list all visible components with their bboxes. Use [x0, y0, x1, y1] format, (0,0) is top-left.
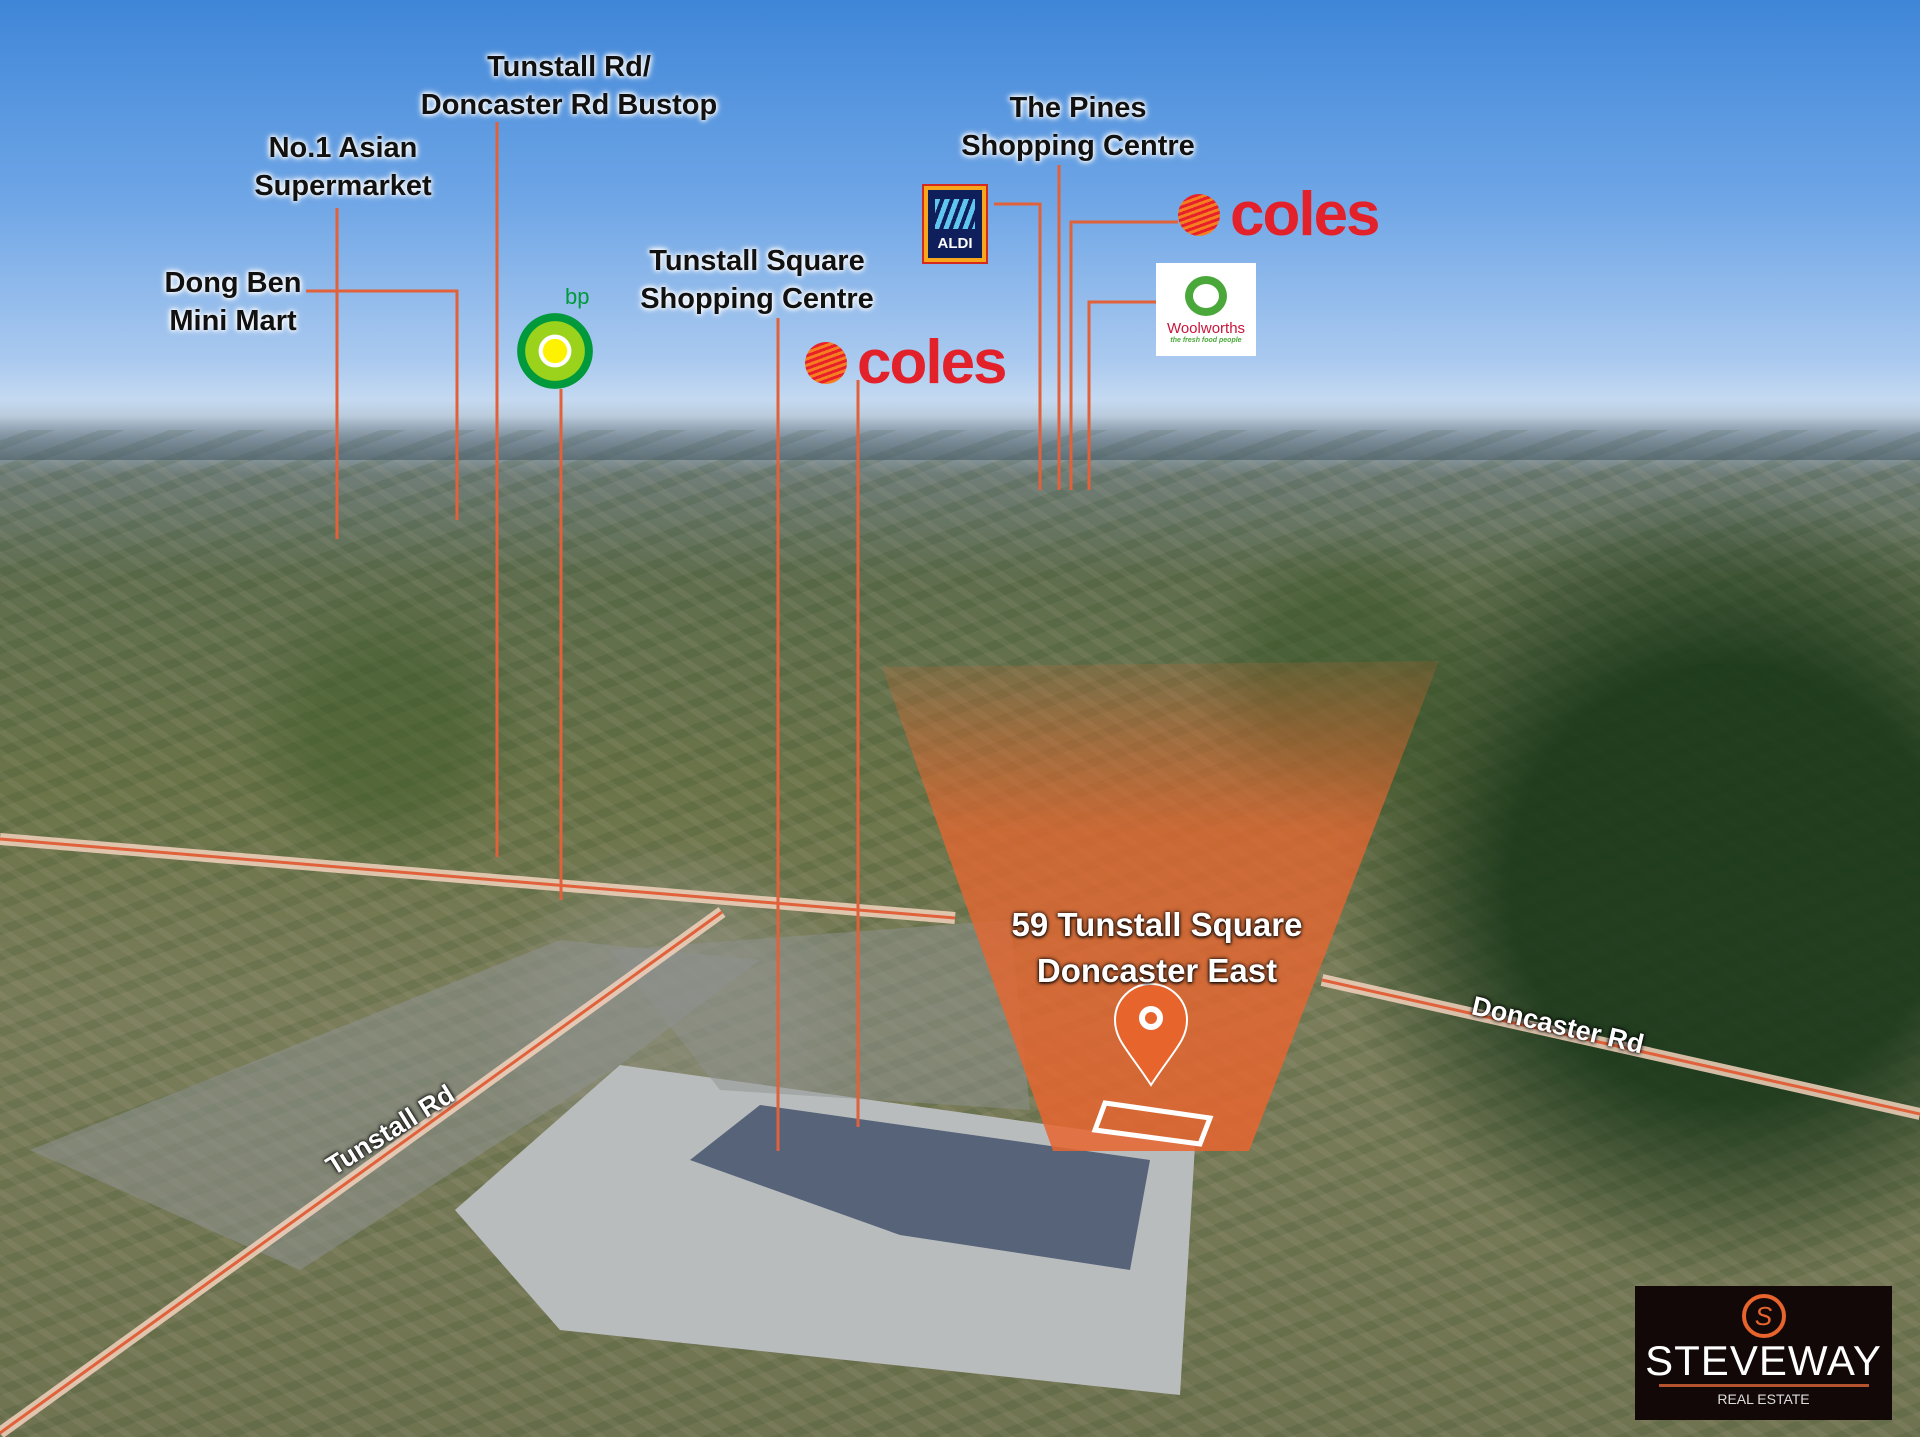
label-line: Tunstall Rd/ — [487, 51, 651, 83]
property-address: 59 Tunstall Square Doncaster East — [1012, 902, 1303, 994]
coles-wordmark: coles — [1230, 180, 1381, 249]
label-bustop: Tunstall Rd/ Doncaster Rd Bustop — [421, 48, 717, 124]
property-highlight-cone — [882, 661, 1439, 1151]
woolworths-logo: Woolworths the fresh food people — [1156, 263, 1256, 356]
label-line: Supermarket — [254, 170, 432, 202]
label-line: Doncaster Rd Bustop — [420, 89, 718, 121]
aldi-stripes-icon — [935, 199, 975, 229]
label-the-pines: The Pines Shopping Centre — [961, 89, 1195, 165]
label-line: Mini Mart — [169, 305, 297, 337]
label-line: Dong Ben — [164, 267, 302, 299]
label-line: Shopping Centre — [640, 283, 874, 315]
coles-logo: coles — [1178, 180, 1381, 249]
label-tunstall-square-sc: Tunstall Square Shopping Centre — [640, 242, 874, 318]
label-line: Shopping Centre — [961, 130, 1195, 162]
steveway-logo: S STEVEWAY REAL ESTATE — [1635, 1286, 1892, 1420]
coles-logo: coles — [805, 328, 1008, 397]
bp-logo-text: bp — [565, 284, 590, 309]
coles-wordmark: coles — [857, 328, 1008, 397]
agency-name: STEVEWAY — [1645, 1337, 1882, 1384]
label-asian-supermarket: No.1 Asian Supermarket — [254, 129, 431, 205]
location-pin-icon — [1091, 983, 1214, 1147]
label-dong-ben: Dong Ben Mini Mart — [165, 264, 302, 340]
car-park — [610, 920, 1030, 1110]
solar-panels — [690, 1105, 1150, 1270]
woolworths-tagline: the fresh food people — [1170, 336, 1242, 344]
coles-dot-icon — [1178, 194, 1220, 236]
coles-dot-icon — [805, 342, 847, 384]
woolworths-wordmark: Woolworths — [1166, 319, 1246, 337]
label-line: The Pines — [1009, 92, 1147, 124]
label-line: No.1 Asian — [268, 132, 418, 164]
aldi-logo: ALDI — [922, 184, 988, 264]
leader-lines — [306, 122, 1178, 1151]
aldi-wordmark: ALDI — [937, 235, 973, 252]
address-line-2: Doncaster East — [1036, 952, 1278, 989]
steveway-emblem-icon: S — [1741, 1294, 1786, 1338]
bp-logo-icon — [517, 313, 593, 389]
label-line: Tunstall Square — [649, 245, 865, 277]
agency-subtitle: REAL ESTATE — [1717, 1391, 1810, 1407]
horizon-hills — [0, 400, 1920, 460]
address-line-1: 59 Tunstall Square — [1011, 906, 1303, 943]
woolworths-apple-icon — [1185, 275, 1227, 316]
divider — [1658, 1384, 1869, 1387]
